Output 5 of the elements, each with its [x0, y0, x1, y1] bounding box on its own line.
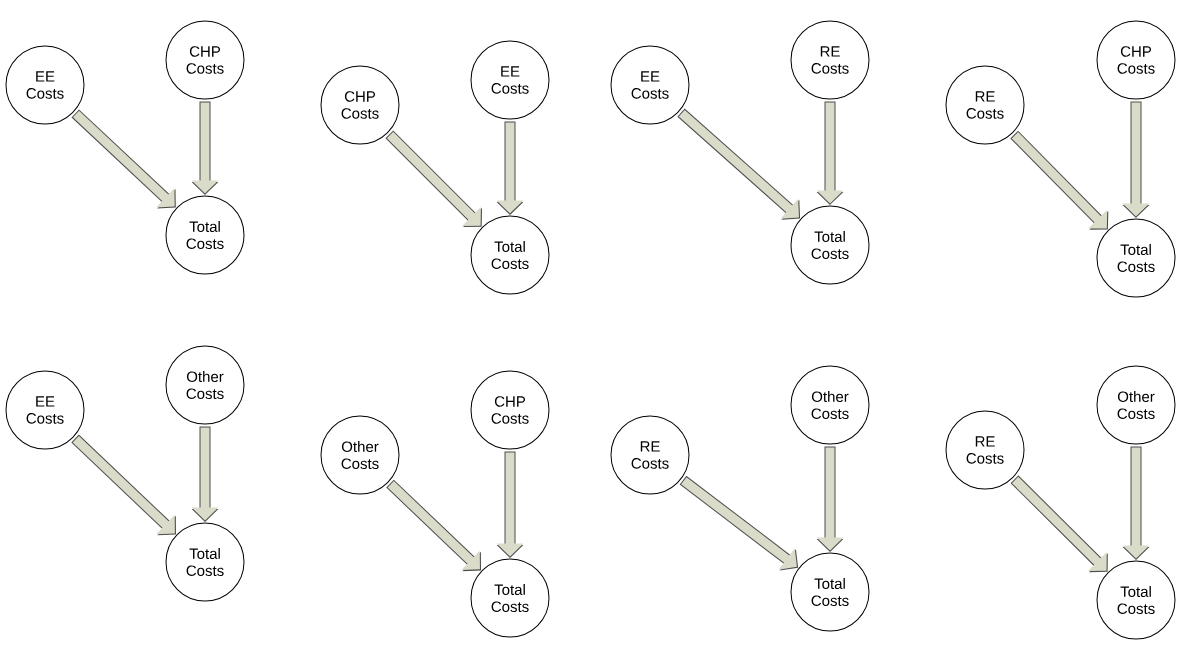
block-arrow: [1010, 475, 1108, 573]
block-arrow: [385, 130, 482, 227]
block-arrow: [71, 434, 176, 536]
block-arrow: [1010, 130, 1109, 230]
block-arrow: [71, 109, 176, 209]
